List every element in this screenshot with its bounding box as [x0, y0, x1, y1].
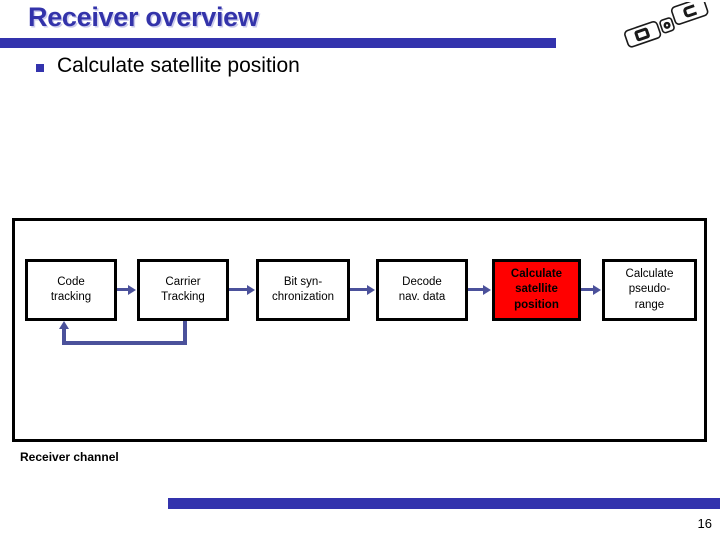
page-number: 16 — [697, 516, 712, 531]
flow-box-line: Calculate — [625, 268, 674, 281]
arrow-calcsat-to-pseudorange-icon — [581, 284, 601, 295]
bullet-item-label: Calculate satellite position — [57, 54, 300, 77]
flow-box-line: Calculate — [510, 268, 563, 281]
flow-box-line: satellite — [515, 283, 558, 296]
arrow-carrier-to-bitsync-icon — [229, 284, 255, 295]
arrow-bitsync-to-decode-icon — [350, 284, 375, 295]
feedback-loop-arrowhead-icon — [59, 321, 69, 329]
flow-box-line: tracking — [50, 291, 92, 303]
flow-box-line: Tracking — [161, 291, 205, 303]
flow-box-calculate-satellite-position[interactable]: Calculate satellite position — [492, 259, 581, 321]
receiver-channel-frame — [12, 218, 707, 442]
flow-box-line: chronization — [271, 291, 334, 303]
flow-box-line: Code — [57, 275, 85, 288]
title-underline-bar — [0, 38, 556, 48]
flow-box-line: Decode — [402, 275, 442, 288]
footer-bar — [168, 498, 720, 509]
arrow-code-to-carrier-icon — [117, 284, 136, 295]
square-bullet-icon — [36, 63, 44, 72]
flow-box-code-tracking[interactable]: Code tracking — [25, 259, 117, 321]
flow-box-line: Carrier — [165, 275, 201, 288]
arrow-decode-to-calcsat-icon — [468, 284, 491, 295]
flow-box-line: pseudo- — [628, 283, 671, 296]
feedback-loop-down-segment — [183, 321, 187, 344]
flow-box-calculate-pseudorange[interactable]: Calculate pseudo- range — [602, 259, 697, 321]
diagram-caption: Receiver channel — [20, 450, 119, 464]
doc-rotated-logo — [620, 0, 716, 48]
flow-box-bit-synchronization[interactable]: Bit syn- chronization — [256, 259, 350, 321]
feedback-loop-horizontal-segment — [62, 341, 187, 345]
flow-box-line: Bit syn- — [283, 275, 323, 288]
flow-box-line: range — [634, 298, 665, 311]
flow-box-decode-nav-data[interactable]: Decode nav. data — [376, 259, 468, 321]
flow-box-carrier-tracking[interactable]: Carrier Tracking — [137, 259, 229, 321]
page-title: Receiver overview — [28, 2, 259, 32]
bullet-item-calculate-satellite-position: Calculate satellite position — [36, 54, 300, 78]
feedback-loop-up-segment — [62, 328, 66, 344]
flow-box-line: position — [514, 298, 559, 311]
flow-box-line: nav. data — [398, 291, 446, 303]
